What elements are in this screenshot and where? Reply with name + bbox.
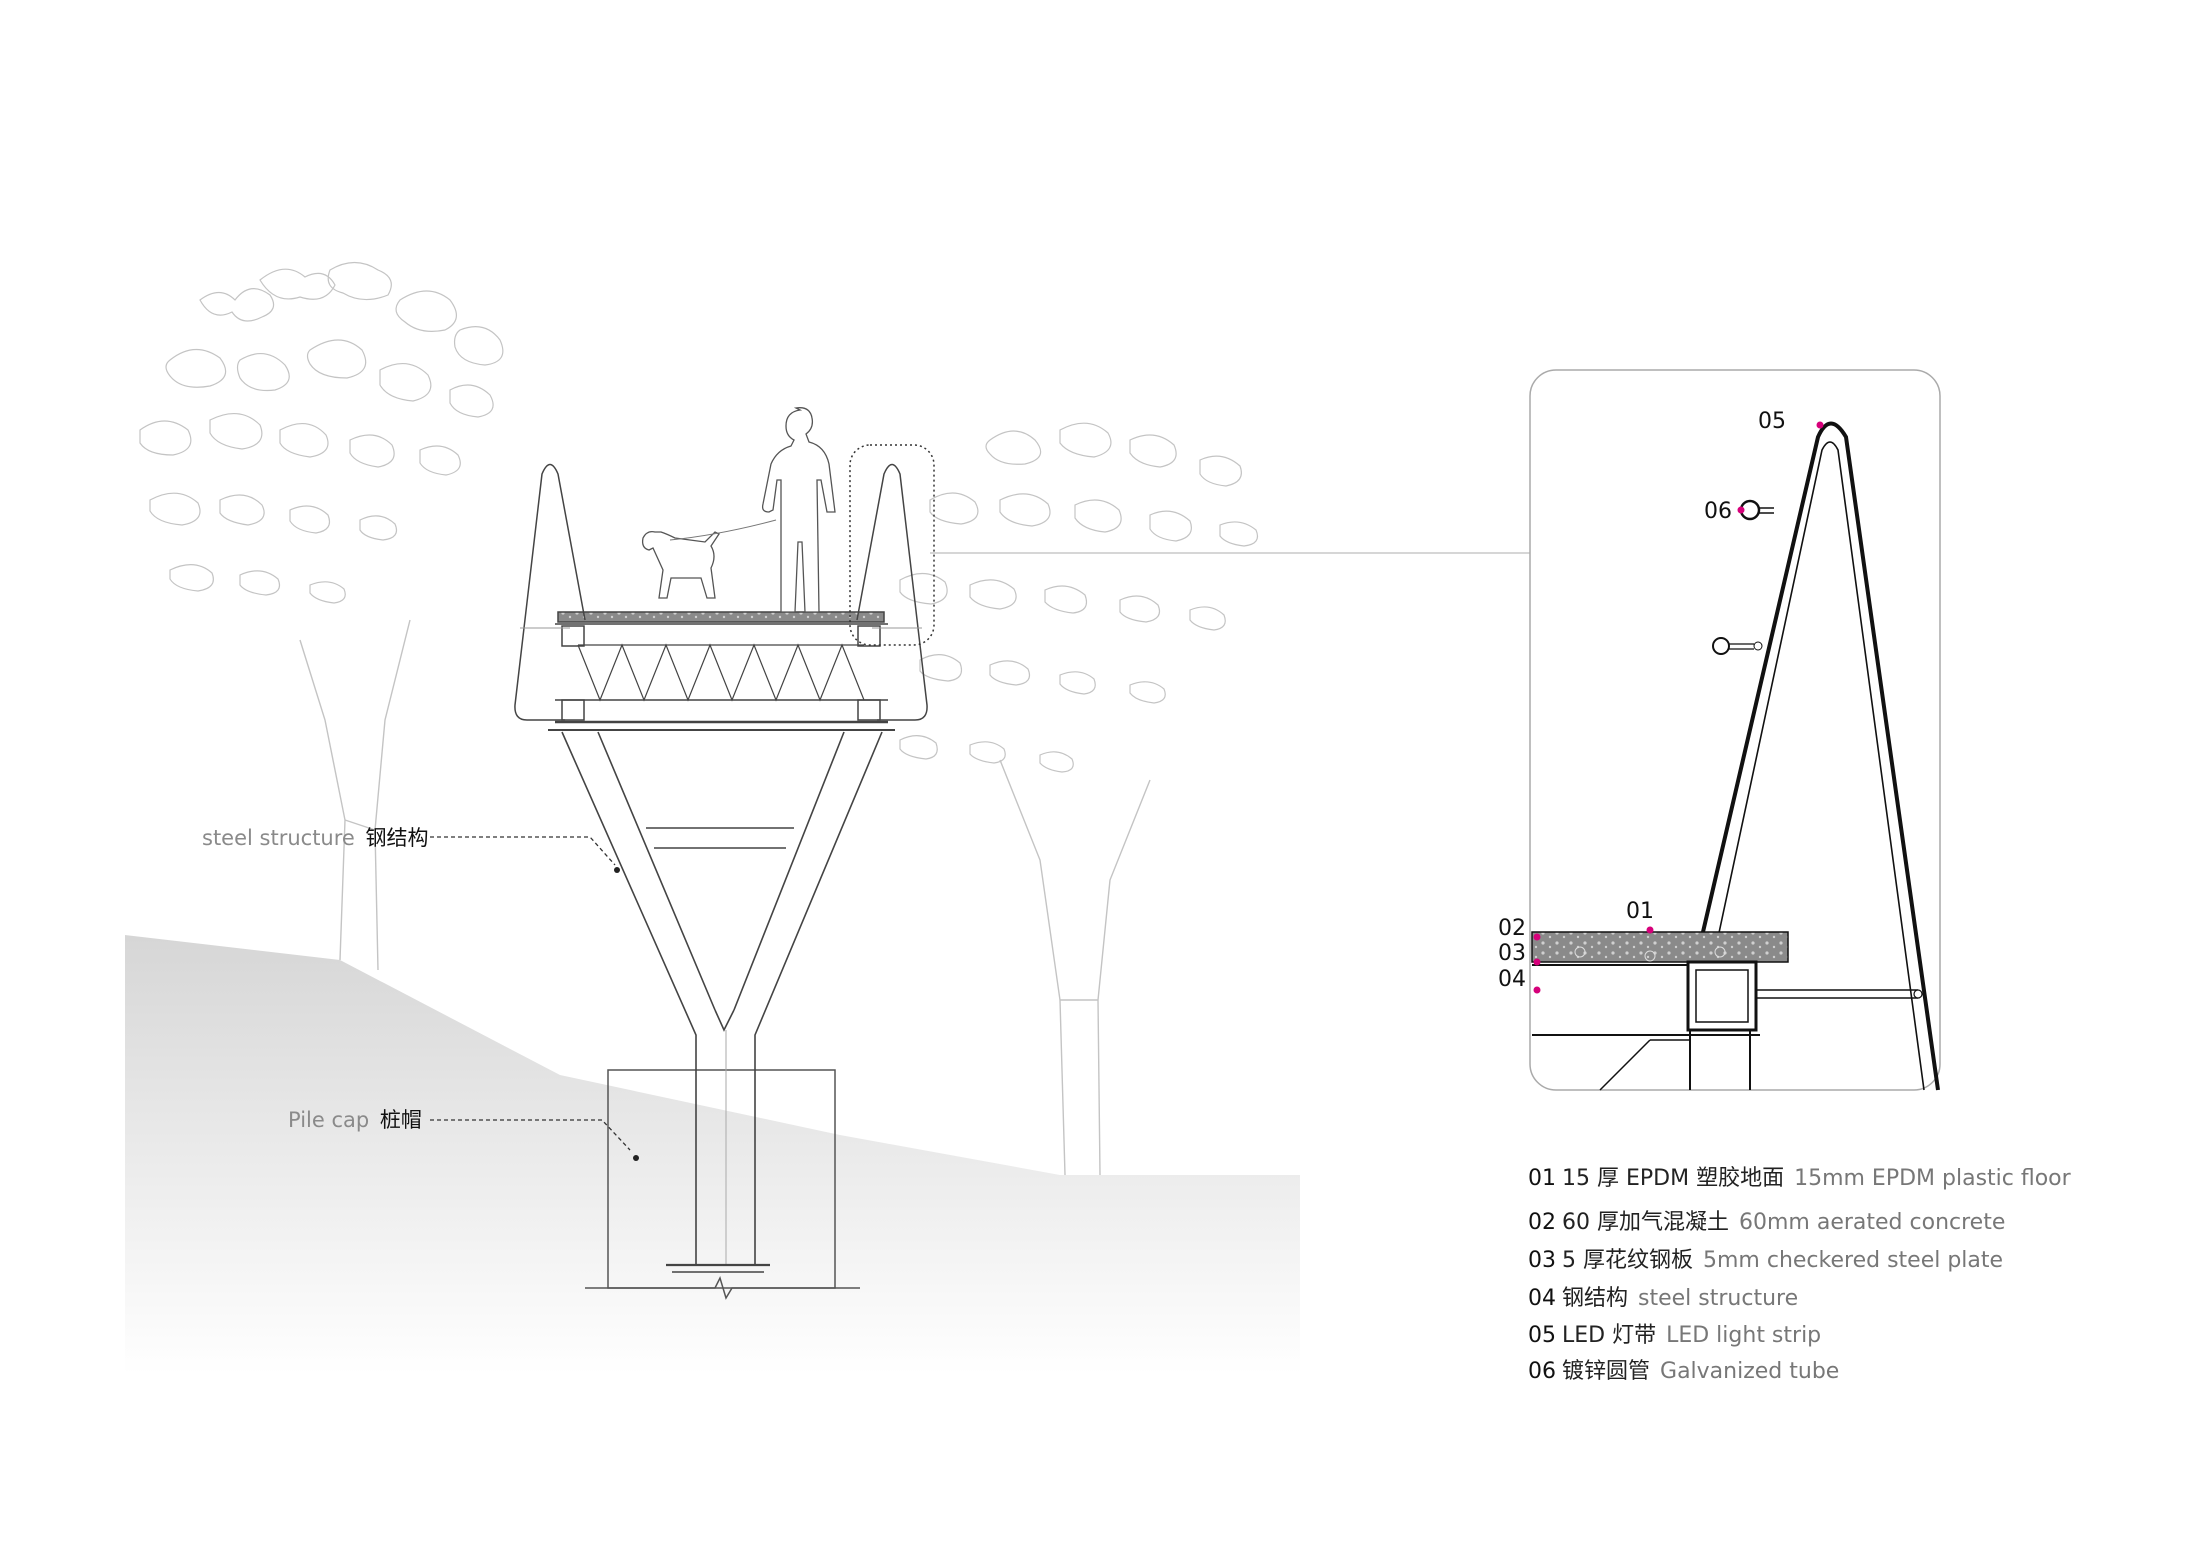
- legend-en: steel structure: [1638, 1286, 1799, 1311]
- steel-structure-dot: [614, 867, 620, 873]
- pile-cap-dot: [633, 1155, 639, 1161]
- legend-cn: LED 灯带: [1562, 1323, 1657, 1348]
- svg-text:steel structure 钢结构: steel structure 钢结构: [202, 826, 429, 850]
- legend-en: LED light strip: [1666, 1323, 1822, 1348]
- legend-en: 60mm aerated concrete: [1739, 1210, 2006, 1235]
- label-pile-cap-cn: 桩帽: [380, 1108, 422, 1132]
- legend-cn: 5 厚花纹钢板: [1562, 1248, 1693, 1273]
- legend-num: 05: [1528, 1323, 1556, 1348]
- label-pile-cap-en: Pile cap: [288, 1108, 369, 1132]
- detail-callout-box: [849, 444, 935, 646]
- legend-en: Galvanized tube: [1660, 1359, 1840, 1384]
- detail-marker-02: 02: [1498, 916, 1526, 941]
- dog-leash: [669, 519, 777, 541]
- legend-num: 04: [1528, 1286, 1556, 1311]
- detail-panel: [1529, 369, 1941, 1091]
- legend-cn: 15 厚 EPDM 塑胶地面: [1562, 1166, 1785, 1191]
- detail-marker-03: 03: [1498, 941, 1526, 966]
- legend-cn: 钢结构: [1562, 1286, 1629, 1311]
- detail-marker-04: 04: [1498, 967, 1526, 992]
- legend-en: 5mm checkered steel plate: [1703, 1248, 2004, 1273]
- detail-marker-01: 01: [1626, 899, 1654, 924]
- detail-marker-05: 05: [1758, 409, 1786, 434]
- y-steel-column: [561, 731, 883, 1273]
- legend-num: 02: [1528, 1210, 1556, 1235]
- svg-text:Pile cap 桩帽: Pile cap 桩帽: [288, 1108, 422, 1132]
- pile-cap: [607, 1069, 836, 1289]
- dog-figure: [641, 530, 720, 599]
- legend-num: 06: [1528, 1359, 1556, 1384]
- deck-truss: [548, 611, 895, 731]
- legend-cn: 60 厚加气混凝土: [1562, 1210, 1729, 1235]
- tree-right: [899, 422, 1259, 1176]
- wing-railings: [514, 463, 928, 721]
- label-steel-structure-cn: 钢结构: [366, 826, 429, 850]
- legend-num: 01: [1528, 1166, 1556, 1191]
- detail-marker-06: 06: [1704, 499, 1732, 524]
- label-steel-structure-en: steel structure: [202, 826, 355, 850]
- legend-en: 15mm EPDM plastic floor: [1794, 1166, 2071, 1191]
- legend-num: 03: [1528, 1248, 1556, 1273]
- tree-left: [139, 261, 504, 971]
- break-mark: [585, 1275, 860, 1300]
- label-leaders: [430, 836, 631, 1151]
- person-figure: [761, 407, 836, 613]
- legend-cn: 镀锌圆管: [1562, 1359, 1651, 1384]
- ground-slope: [125, 935, 1300, 1375]
